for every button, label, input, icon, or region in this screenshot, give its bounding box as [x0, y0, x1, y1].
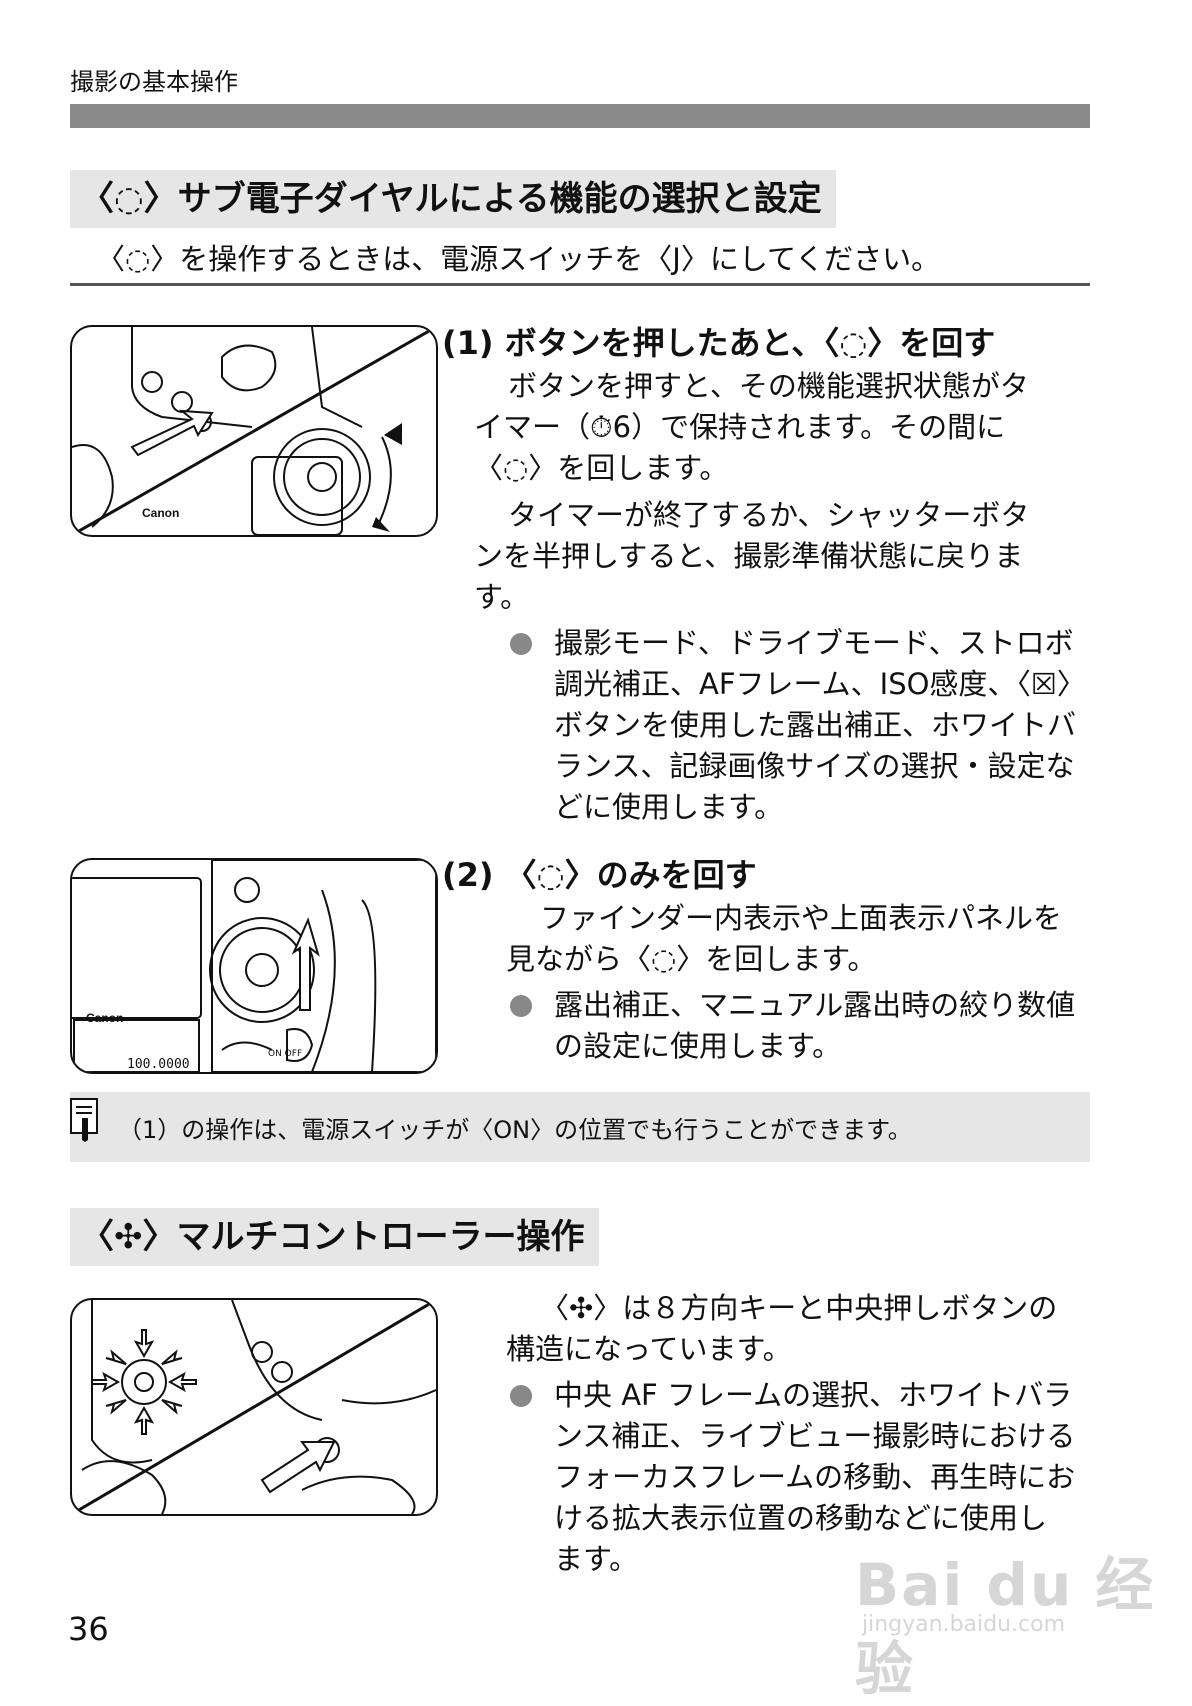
- text-line: ボタンを押すと、その機能選択状態がタ: [508, 369, 1029, 403]
- text-line: ンを半押しすると、撮影準備状態に戻りま: [474, 539, 1024, 573]
- text-line: 撮影モード、ドライブモード、ストロボ: [554, 626, 1074, 660]
- section2-paragraph: 〈✣〉は８方向キーと中央押しボタンの 構造になっています。: [506, 1288, 1100, 1370]
- note-box: [70, 1092, 1090, 1162]
- lcd-readout: 100.0000: [127, 1057, 190, 1072]
- note-text: （1）の操作は、電源スイッチが〈ON〉の位置でも行うことができます。: [118, 1116, 912, 1144]
- text-line: 見ながら〈◌〉を回します。: [506, 942, 877, 976]
- text-line: 構造になっています。: [506, 1332, 792, 1366]
- text-line: 〈◌〉を回します。: [474, 451, 729, 485]
- running-title: 撮影の基本操作: [70, 68, 238, 96]
- brand-label: Canon: [142, 506, 179, 520]
- step1-bullet: 撮影モード、ドライブモード、ストロボ 調光補正、AFフレーム、ISO感度、〈☒〉…: [508, 623, 1114, 828]
- camera-back-drawing-2: Canon 100.0000 ON OFF: [72, 860, 436, 1072]
- step1-paragraph2: タイマーが終了するか、シャッターボタ ンを半押しすると、撮影準備状態に戻りま す…: [474, 495, 1098, 618]
- section-title-multi-controller: 〈✣〉マルチコントローラー操作: [70, 1208, 599, 1266]
- text-line: ファインダー内表示や上面表示パネルを: [540, 901, 1063, 935]
- illustration-multi-controller: [70, 1298, 438, 1516]
- step2-heading: (2) 〈◌〉のみを回す: [442, 856, 757, 894]
- watermark-url: jingyan.baidu.com: [862, 1612, 1066, 1637]
- text-line: フォーカスフレームの移動、再生時にお: [554, 1460, 1076, 1494]
- step2-paragraph: ファインダー内表示や上面表示パネルを 見ながら〈◌〉を回します。: [506, 898, 1100, 980]
- section-divider: [70, 283, 1090, 286]
- text-line: 調光補正、AFフレーム、ISO感度、〈☒〉: [554, 667, 1086, 701]
- illustration-sub-dial-button: Canon: [70, 325, 438, 537]
- step1-paragraph1: ボタンを押すと、その機能選択状態がタ イマー（⏱6）で保持されます。その間に 〈…: [474, 366, 1098, 489]
- text-line: どに使用します。: [554, 790, 784, 824]
- bullet-icon: [510, 633, 532, 655]
- watermark-logo: Bai du 经验: [855, 1551, 1156, 1703]
- brand-label: Canon: [86, 1011, 123, 1025]
- section-title-sub-dial: 〈◌〉サブ電子ダイヤルによる機能の選択と設定: [70, 170, 836, 228]
- bullet-icon: [510, 995, 532, 1017]
- header-rule: [70, 104, 1090, 128]
- text-line: 中央 AF フレームの選択、ホワイトバラ: [554, 1378, 1073, 1412]
- text-line: ます。: [554, 1542, 639, 1576]
- camera-back-drawing-3: [72, 1300, 436, 1514]
- step2-bullet: 露出補正、マニュアル露出時の絞り数値 の設定に使用します。: [508, 985, 1114, 1067]
- text-line: す。: [474, 580, 530, 614]
- text-line: ランス、記録画像サイズの選択・設定な: [554, 749, 1075, 783]
- text-line: タイマーが終了するか、シャッターボタ: [508, 498, 1030, 532]
- bullet-icon: [510, 1385, 532, 1407]
- section-intro: 〈◌〉を操作するときは、電源スイッチを〈J〉にしてください。: [96, 242, 941, 276]
- text-line: ンス補正、ライブビュー撮影時における: [554, 1419, 1076, 1453]
- note-icon: [70, 1098, 100, 1146]
- camera-back-drawing: Canon: [72, 327, 436, 535]
- power-switch-label: ON OFF: [268, 1049, 302, 1059]
- text-line: の設定に使用します。: [554, 1029, 842, 1063]
- text-line: イマー（⏱6）で保持されます。その間に: [474, 410, 1006, 444]
- text-line: ボタンを使用した露出補正、ホワイトバ: [554, 708, 1077, 742]
- illustration-sub-dial-only: Canon 100.0000 ON OFF: [70, 858, 438, 1074]
- text-line: 〈✣〉は８方向キーと中央押しボタンの: [540, 1291, 1058, 1325]
- section2-bullet: 中央 AF フレームの選択、ホワイトバラ ンス補正、ライブビュー撮影時における …: [508, 1375, 1114, 1580]
- text-line: 露出補正、マニュアル露出時の絞り数値: [554, 988, 1076, 1022]
- step1-heading: (1) ボタンを押したあと、〈◌〉を回す: [442, 324, 996, 362]
- text-line: ける拡大表示位置の移動などに使用し: [554, 1501, 1048, 1535]
- page-number: 36: [68, 1610, 109, 1648]
